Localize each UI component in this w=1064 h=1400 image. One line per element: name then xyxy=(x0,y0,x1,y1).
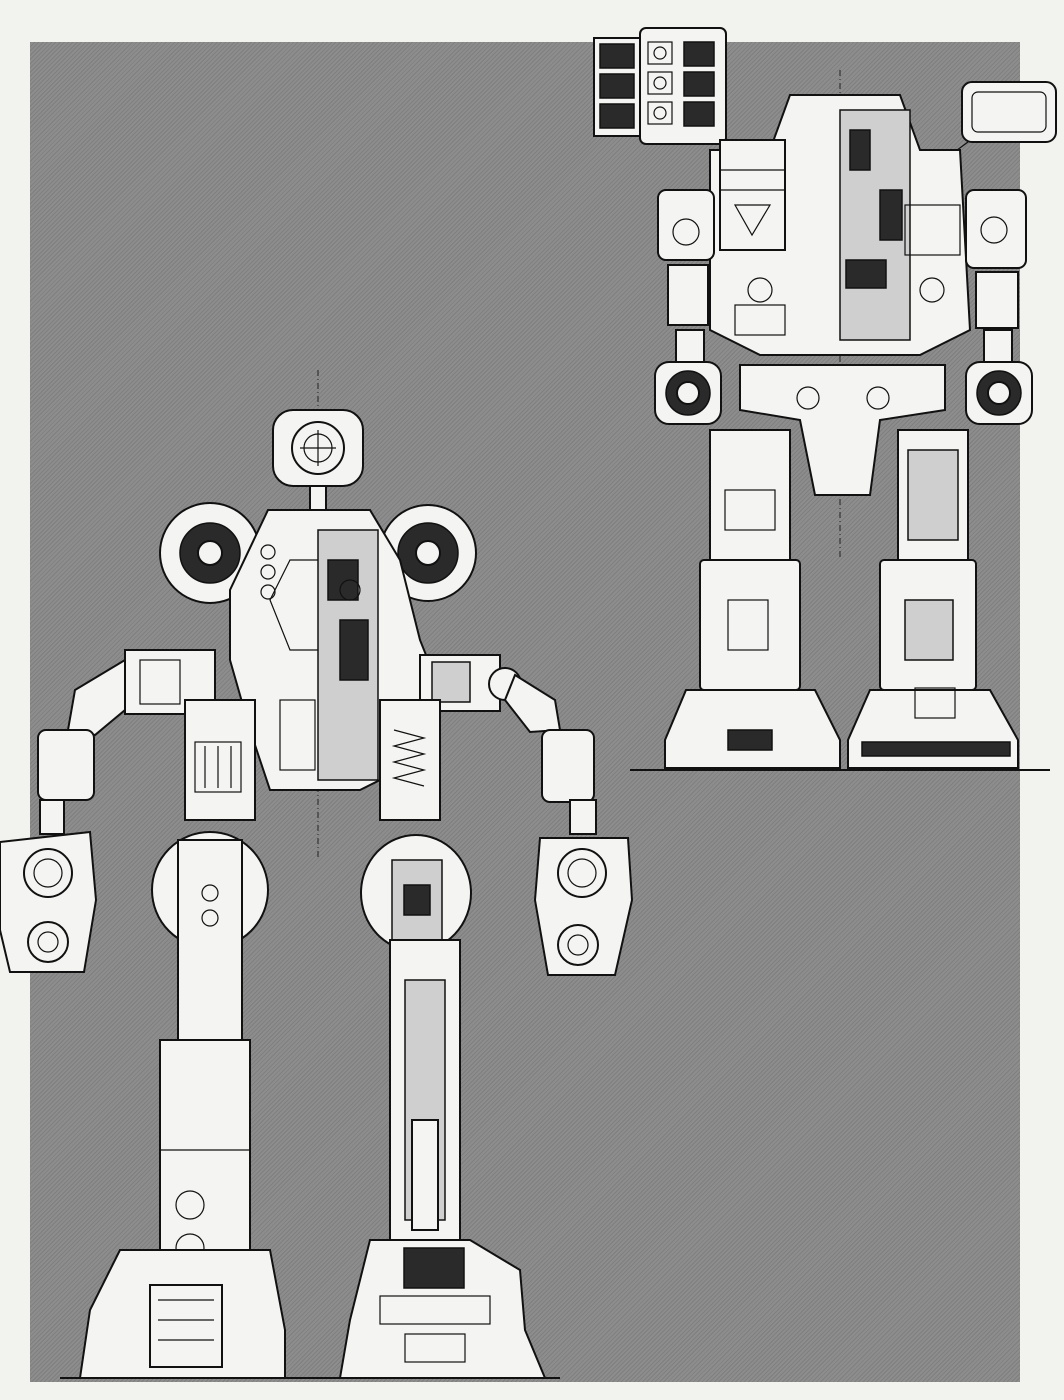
cockpit-head xyxy=(272,409,364,515)
leg-right xyxy=(338,699,547,1379)
missile-pod-left xyxy=(593,27,727,145)
torso-small xyxy=(709,94,972,356)
leg-left xyxy=(78,699,286,1379)
shoulders-small xyxy=(654,189,1033,425)
radar-module-right xyxy=(929,81,1057,171)
large-mech-front-view xyxy=(0,370,634,1379)
hips-small xyxy=(739,364,946,496)
arm-right xyxy=(419,654,634,976)
legs-small xyxy=(664,429,1019,769)
small-mech-rear-view xyxy=(593,27,1057,771)
